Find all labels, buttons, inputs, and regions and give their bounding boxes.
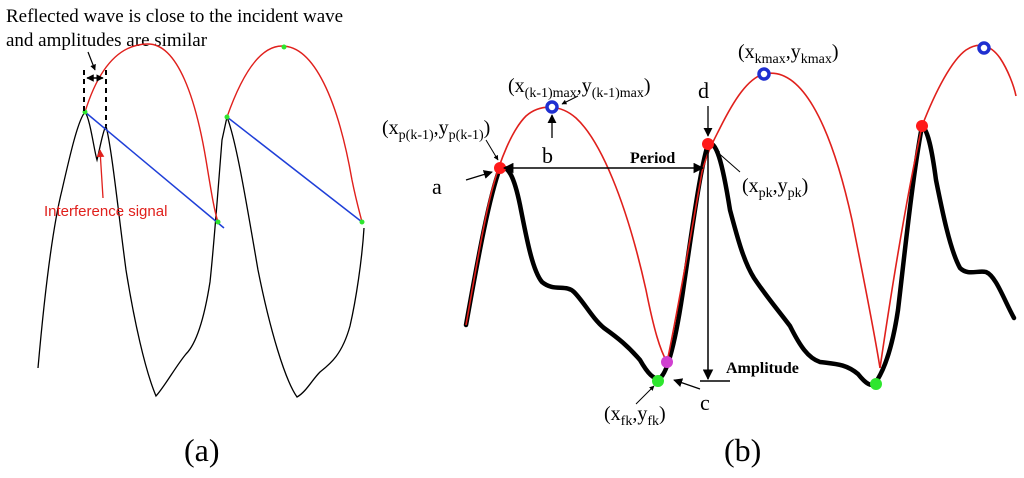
panel-b: Period Amplitude a b c d (xp(k-1),yp(k-1… [382,41,1017,468]
panel-a-baseline-1 [84,111,225,229]
panel-b-notch-marker [661,356,673,368]
panel-a-point [215,219,221,225]
panel-b-envelope-2 [666,72,881,369]
panel-a-envelope-2 [226,45,363,223]
panel-a-point [224,114,230,120]
panel-a-note-line2: and amplitudes are similar [6,30,208,51]
panel-b-label-kmax: (xkmax,ykmax) [738,41,839,67]
panel-b-letter-b: b [542,143,553,168]
panel-b-peak-marker [702,138,714,150]
panel-b-amplitude-label: Amplitude [726,360,799,377]
panel-b-peak-marker [916,120,928,132]
panel-a-interference-arrow [96,149,105,199]
panel-a-point [281,44,287,50]
panel-b-letter-d: d [698,78,709,103]
panel-b-letter-c: c [700,390,710,415]
panel-a-caption: (a) [184,432,220,468]
panel-b-label-p-prev: (xp(k-1),yp(k-1)) [382,117,490,143]
panel-b-pointer-max-prev [561,95,579,105]
panel-b-label-fk: (xfk,yfk) [604,403,666,429]
panel-a-baseline-2 [226,116,363,223]
panel-b-pointer-fk [635,385,655,405]
panel-b-foot-marker [870,378,882,390]
panel-a-signal-curve [37,110,365,398]
panel-b-signal-curve [463,123,1017,387]
panel-a-interference-label: Interference signal [44,203,167,220]
panel-a-note-pointer [87,51,96,71]
panel-b-label-pk: (xpk,ypk) [742,175,808,201]
panel-a-point [359,219,365,225]
panel-b-label-max-prev: (x(k-1)max,y(k-1)max) [508,75,651,101]
panel-b-envelope-1 [465,106,668,363]
panel-b-envelope-3 [879,44,1017,369]
panel-b-max-marker [757,67,771,81]
panel-a-envelope-1 [84,43,219,223]
panel-b-caption: (b) [724,432,761,468]
panel-b-max-marker [977,41,991,55]
panel-b-foot-marker [652,375,664,387]
panel-b-period-label: Period [630,150,675,167]
panel-b-pointer-pk [714,149,741,173]
panel-b-pointer-c [673,378,701,390]
panel-a: Reflected wave is close to the incident … [6,6,365,468]
panel-a-note-line1: Reflected wave is close to the incident … [6,6,343,27]
panel-b-max-marker [545,100,559,114]
panel-b-letter-a: a [432,174,442,199]
panel-b-pointer-a [465,170,493,181]
panel-b-pointer-p-prev [485,139,499,161]
